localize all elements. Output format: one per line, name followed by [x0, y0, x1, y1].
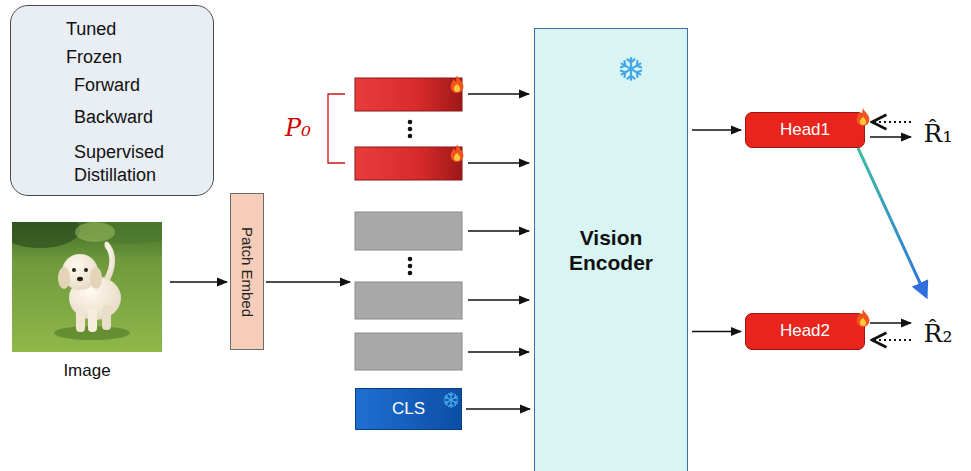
forward-arrow — [266, 281, 350, 282]
prompt-tokens — [355, 75, 463, 180]
encoder-box: Vision Encoder — [534, 28, 688, 471]
snowflake-icon — [619, 57, 643, 81]
node-label: Head1 — [780, 120, 830, 140]
legend-label: Frozen — [66, 46, 196, 69]
token-arrows — [468, 94, 529, 352]
fire-icon — [855, 107, 871, 127]
forward-arrow — [692, 129, 741, 130]
node-label: Patch Embed — [238, 226, 256, 316]
snowflake-icon — [443, 392, 459, 408]
head-box: Head1 — [745, 112, 865, 148]
node-label: Head2 — [780, 321, 830, 341]
patch-embed-box: Patch Embed — [230, 193, 264, 350]
prompt-bracket — [328, 94, 345, 163]
node-label: CLS — [392, 399, 425, 419]
head-output-arrows — [870, 122, 911, 340]
image-tokens — [355, 212, 462, 370]
cls-token: CLS — [355, 388, 462, 430]
prompt-label: P₀ — [285, 114, 311, 142]
forward-arrow — [466, 408, 530, 409]
legend-label: Forward — [74, 74, 199, 97]
distillation-arrow — [858, 148, 926, 296]
output-label: R̂₂ — [924, 319, 953, 348]
legend-label: Supervised Distillation — [74, 141, 199, 188]
output-label: R̂₁ — [924, 119, 953, 148]
fire-icon — [855, 308, 871, 328]
image-caption: Image — [63, 361, 110, 381]
forward-arrow — [170, 281, 227, 282]
legend-label: Backward — [74, 106, 199, 129]
legend-label: Tuned — [66, 18, 196, 41]
forward-arrow — [692, 331, 741, 332]
head-box: Head2 — [745, 313, 865, 350]
dog-photo — [12, 222, 162, 352]
node-label: Vision Encoder — [551, 225, 671, 275]
